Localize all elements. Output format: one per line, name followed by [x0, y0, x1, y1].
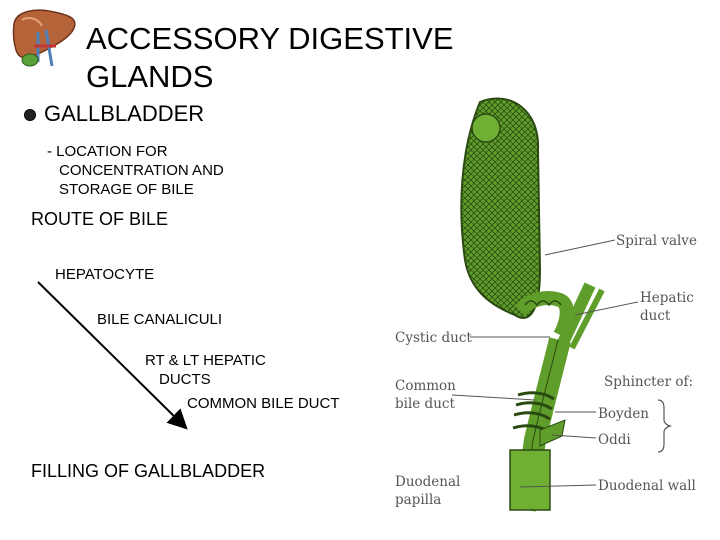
cystic-duct	[515, 291, 574, 339]
duodenal-papilla	[509, 449, 551, 511]
route-step-canaliculi: BILE CANALICULI	[97, 311, 223, 328]
label-duodenal-wall: Duodenal wall	[598, 478, 696, 494]
label-common-bile-2: bile duct	[395, 396, 455, 412]
bullet-label: GALLBLADDER	[44, 101, 205, 126]
route-step-hepatocyte: HEPATOCYTE	[55, 266, 155, 283]
route-step-hepatic-ducts: RT & LT HEPATIC DUCTS	[145, 351, 266, 389]
location-line-1: - LOCATION FOR	[47, 143, 168, 160]
label-sphincter-of: Sphincter of:	[604, 374, 693, 390]
label-oddi: Oddi	[598, 432, 631, 448]
location-text: - LOCATION FOR CONCENTRATION AND STORAGE…	[47, 142, 224, 199]
label-duodenal-papilla-1: Duodenal	[395, 474, 460, 490]
filling-heading: FILLING OF GALLBLADDER	[31, 461, 266, 481]
label-common-bile-1: Common	[395, 378, 456, 394]
location-line-3: STORAGE OF BILE	[59, 181, 194, 198]
gallbladder-body	[460, 97, 542, 319]
hepatic-line-2: DUCTS	[159, 371, 211, 388]
title-line-2: GLANDS	[86, 59, 214, 94]
common-bile-duct	[514, 337, 571, 512]
label-duodenal-papilla-2: papilla	[395, 492, 441, 508]
route-step-common-bile-duct: COMMON BILE DUCT	[187, 395, 340, 412]
label-spiral-valve: Spiral valve	[616, 233, 697, 249]
hepatic-line-1: RT & LT HEPATIC	[145, 352, 266, 369]
label-boyden: Boyden	[598, 406, 649, 422]
route-title: ROUTE OF BILE	[31, 209, 169, 229]
gallbladder-diagram: Spiral valve Hepatic duct Cystic duct Co…	[395, 97, 697, 512]
label-cystic-duct: Cystic duct	[395, 330, 472, 346]
bullet-gallbladder: GALLBLADDER	[24, 101, 204, 127]
label-hepatic-duct-1: Hepatic	[640, 290, 694, 306]
title-line-1: ACCESSORY DIGESTIVE	[86, 21, 454, 56]
page-title: ACCESSORY DIGESTIVE GLANDS	[86, 20, 454, 96]
location-line-2: CONCENTRATION AND	[59, 162, 224, 179]
bullet-dot-icon	[24, 109, 36, 121]
liver-icon	[12, 9, 76, 67]
label-hepatic-duct-2: duct	[640, 308, 671, 324]
